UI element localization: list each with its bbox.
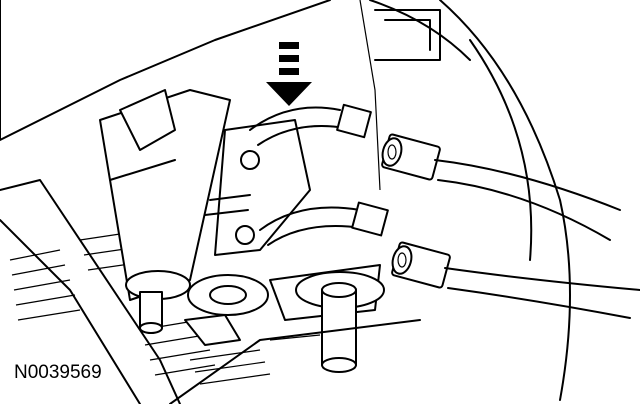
hose-connectors [381,133,640,319]
vacuum-canister [99,89,231,334]
figure-id-label: N0039569 [14,362,102,383]
indicator-arrow [266,42,312,106]
left-bracket-hatching [9,233,216,376]
background-structure [0,0,571,404]
base-hatching [169,319,421,404]
vacuum-hoses [249,103,389,246]
actuator-arm [184,264,385,373]
mounting-bracket [204,119,311,256]
